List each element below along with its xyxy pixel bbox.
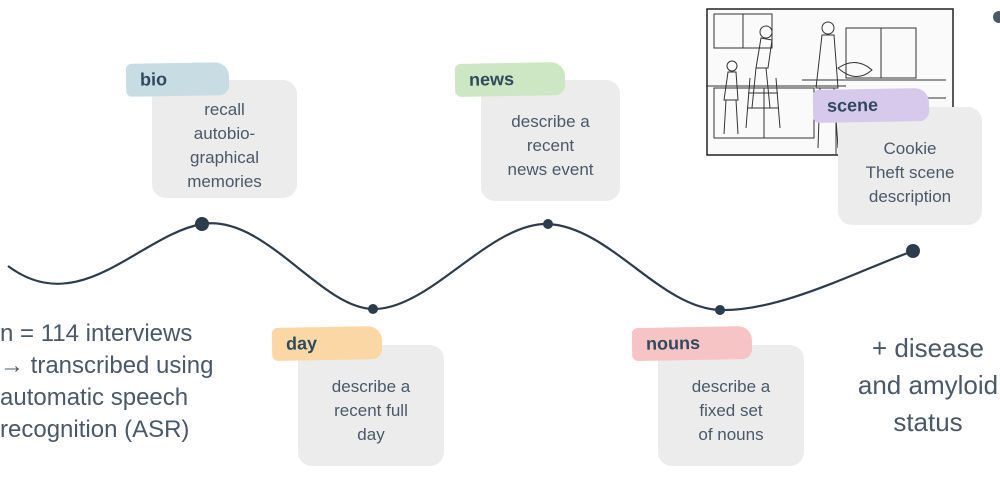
task-tag-label-nouns: nouns	[645, 332, 701, 354]
timeline-node-bio	[195, 217, 209, 231]
task-card-day: describe a recent full day	[298, 345, 444, 466]
task-description-bio: recall autobio- graphical memories	[187, 100, 262, 191]
task-description-day: describe a recent full day	[331, 377, 411, 444]
timeline-node-news	[543, 219, 553, 229]
task-tag-label-day: day	[285, 333, 318, 354]
timeline-curve	[7, 222, 914, 312]
task-tag-label-scene: scene	[826, 94, 879, 116]
task-tag-label-news: news	[468, 68, 515, 90]
task-tag-news: news	[454, 62, 566, 97]
task-description-nouns: describe a fixed set of nouns	[691, 377, 771, 444]
task-tag-nouns: nouns	[631, 325, 753, 362]
task-tag-scene: scene	[812, 87, 930, 124]
task-tag-bio: bio	[125, 62, 230, 97]
task-tag-day: day	[271, 326, 383, 361]
corner-dot	[993, 11, 1000, 23]
interview-count-text: n = 114 interviews → transcribed using a…	[0, 320, 214, 443]
disease-status-text: + disease and amyloid status	[857, 333, 999, 437]
task-card-bio: recall autobio- graphical memories	[152, 80, 297, 198]
task-card-nouns: describe a fixed set of nouns	[658, 345, 804, 466]
task-card-news: describe a recent news event	[481, 80, 620, 201]
timeline-node-day	[368, 304, 378, 314]
task-description-news: describe a recent news event	[507, 112, 594, 179]
task-tag-label-bio: bio	[139, 69, 168, 90]
timeline-node-nouns	[715, 305, 725, 315]
task-description-scene: Cookie Theft scene description	[865, 139, 955, 206]
task-card-scene: Cookie Theft scene description	[838, 107, 982, 225]
timeline-node-scene	[906, 244, 920, 258]
